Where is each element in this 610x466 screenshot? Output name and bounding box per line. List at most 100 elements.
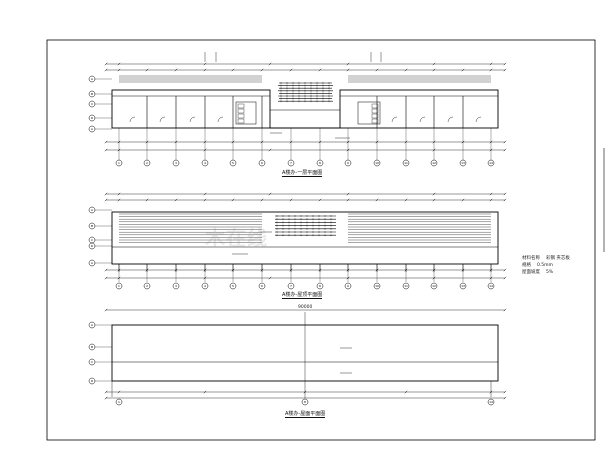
dim-tick [318,268,322,272]
axis-bubble [344,159,352,167]
axis-number: 13 [461,161,465,165]
legend-key: 材料名称 [522,256,540,261]
dim-tick [104,390,108,394]
dim-tick [174,68,178,72]
dim-tick [503,68,507,72]
dim-tick [260,68,264,72]
dim-tick [489,62,493,66]
axis-bubble [88,114,96,122]
axis-number: 12 [432,284,436,288]
dim-tick [174,198,178,202]
axis-bubble [88,242,96,250]
dim-tick [268,192,272,196]
legend-value: 5% [546,270,554,275]
dim-tick [117,68,121,72]
dim-tick [289,268,293,272]
sheet-frame [46,39,596,441]
axis-bubble [201,282,209,290]
legend-row: 屋面坡度 5% [522,270,570,277]
dim-tick [268,62,272,66]
toilet-stall [237,113,245,119]
axis-bubble [487,282,495,290]
toilet-stall [237,103,245,109]
door-swing [159,116,166,123]
watermark-text: 木在线 [205,226,268,250]
dim-tick [117,390,121,394]
axis-bubble [88,90,96,98]
dim-tick [503,276,507,280]
door-swing [419,116,426,123]
dim-tick [104,308,108,312]
axis-bubble [115,159,123,167]
dim-tick [289,68,293,72]
toilet-stall [237,118,245,124]
axis-letter: A [91,208,94,212]
axis-number: 11 [404,284,408,288]
dim-tick [489,68,493,72]
axis-bubble [287,159,295,167]
axis-bubble [487,159,495,167]
toilet-block [357,101,381,125]
dim-tick [268,148,272,152]
dim-tick [231,268,235,272]
axis-number: 10 [375,284,379,288]
dim-tick [489,268,493,272]
axis-number: 6 [261,284,263,288]
legend-key: 规格 [522,263,531,268]
axis-number: 7 [290,161,292,165]
axis-bubble [88,377,96,385]
axis-number: 1 [118,400,120,404]
plan2-caption: A楼办-屋顶平面图 [282,292,323,299]
axis-bubble [172,282,180,290]
dim-tick [104,276,108,280]
dim-tick [346,276,350,280]
axis-bubble [229,282,237,290]
toilet-stall [371,103,379,109]
axis-letter: C [91,360,93,364]
dim-tick [461,198,465,202]
wall-right-wing [339,89,499,129]
axis-bubble [88,100,96,108]
axis-bubble [88,321,96,329]
axis-letter: A [91,77,94,81]
axis-letter: B [91,345,93,349]
dim-tick [203,268,207,272]
dim-tick [145,68,149,72]
axis-number: 14 [489,161,493,165]
dim-tick [404,198,408,202]
dim-tick [375,68,379,72]
dim-tick [503,396,507,400]
axis-bubble [143,159,151,167]
dim-tick [503,62,507,66]
dim-tick [503,198,507,202]
legend-row: 材料名称 彩钢 夹芯板 [522,256,570,263]
axis-number: 5 [232,161,234,165]
axis-letter: A [91,323,94,327]
dim-tick [203,390,207,394]
axis-bubble [88,343,96,351]
axis-bubble [201,159,209,167]
dim-tick [203,68,207,72]
dim-tick [117,192,121,196]
dim-tick [432,192,436,196]
dim-tick [503,140,507,144]
axis-bubble [373,159,381,167]
axis-number: 9 [347,284,349,288]
dim-tick [104,68,108,72]
axis-letter: A [91,127,94,131]
dim-tick [346,198,350,202]
dim-tick [117,198,121,202]
dim-tick [104,148,108,152]
axis-bubble [88,222,96,230]
dim-tick [260,268,264,272]
dim-tick [346,192,350,196]
axis-letter: C [91,102,93,106]
axis-bubble [115,282,123,290]
dim-tick [432,198,436,202]
axis-bubble [88,75,96,83]
plan1-caption: A楼办-一层平面图 [282,170,323,177]
